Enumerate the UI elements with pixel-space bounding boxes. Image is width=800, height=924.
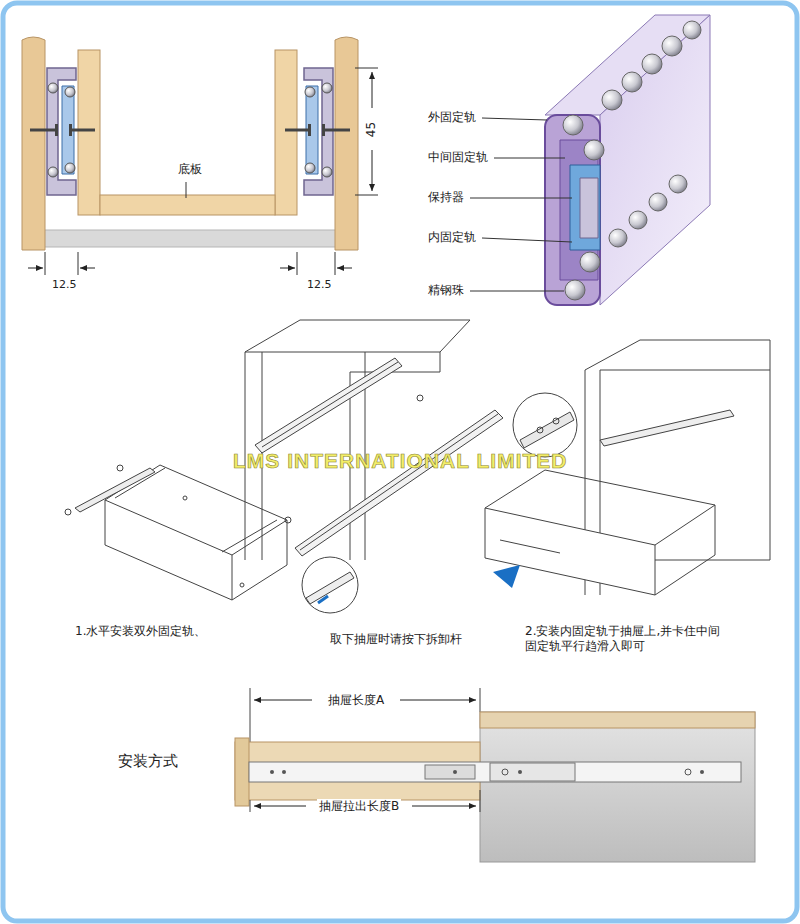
dimension: 抽屉长度A xyxy=(326,693,386,708)
part-name: 中间固定轨 xyxy=(428,150,488,165)
dimension: 抽屉拉出长度B xyxy=(317,799,401,814)
installation-view xyxy=(235,688,755,862)
dimension: 45 xyxy=(364,120,379,139)
step-note: 取下抽屉时请按下拆卸杆 xyxy=(330,632,462,647)
part-name: 底板 xyxy=(178,162,202,177)
part-name: 外固定轨 xyxy=(428,110,476,125)
watermark: LMS INTERNATIONAL LIMITED xyxy=(233,448,568,474)
dimension: 12.5 xyxy=(50,278,79,292)
cross-section xyxy=(22,37,378,275)
page-frame xyxy=(3,3,797,921)
slide-profile xyxy=(470,15,710,305)
section-title: 安装方式 xyxy=(118,752,178,771)
part-name: 精钢珠 xyxy=(428,283,464,298)
step-note: 2.安装内固定轨于抽屉上,并卡住中间 固定轨平行趋滑入即可 xyxy=(525,624,730,654)
assembly-drawing xyxy=(65,320,770,613)
dimension: 12.5 xyxy=(305,278,334,292)
part-name: 保持器 xyxy=(428,190,464,205)
part-name: 内固定轨 xyxy=(428,230,476,245)
step-note: 1.水平安装双外固定轨、 xyxy=(75,624,206,639)
